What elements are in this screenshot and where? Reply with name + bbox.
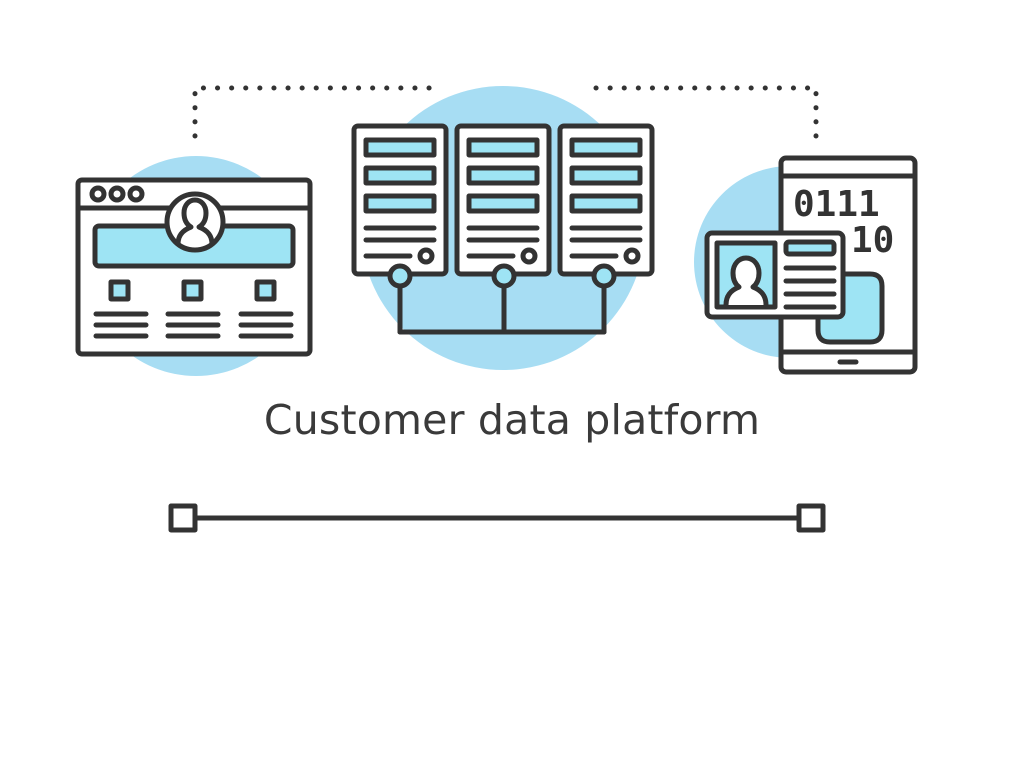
user-avatar-icon [164,191,226,253]
bottom-line-decoration [168,503,826,533]
line-end-square-left [168,503,198,533]
server-unit-3 [557,123,655,277]
webpage-profile-icon [75,177,313,357]
server-unit-1 [351,123,449,277]
binary-line-1: 0111 [793,184,880,225]
dotted-connector-right [593,85,819,139]
server-rack-icon [351,123,655,335]
server-unit-2 [454,123,552,277]
line-end-square-right [796,503,826,533]
caption-title: Customer data platform [263,396,761,444]
dotted-connector-left [192,85,435,139]
tablet-id-card-icon [704,155,918,375]
binary-line-2: 10 [851,220,894,261]
